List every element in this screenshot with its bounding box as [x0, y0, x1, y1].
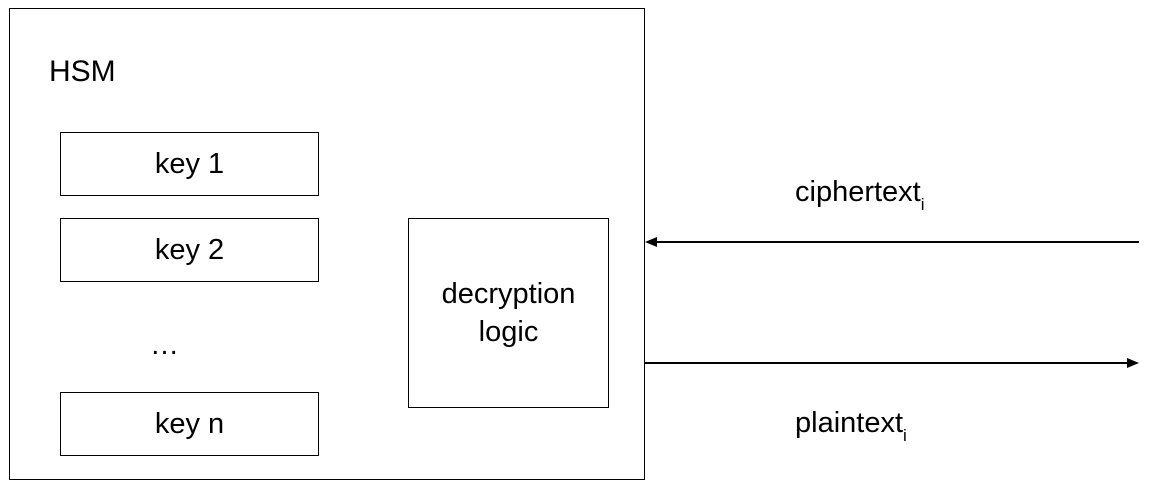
ciphertext-subscript: i [920, 195, 925, 214]
decryption-logic-box: decryption logic [408, 218, 609, 408]
hsm-title: HSM [49, 55, 116, 88]
ciphertext-arrow [645, 237, 1139, 247]
key-n-label: key n [154, 407, 225, 440]
decryption-logic-line1: decryption [441, 278, 576, 310]
key-1-box: key 1 [60, 132, 319, 196]
key-1-label: key 1 [154, 147, 225, 180]
ciphertext-label: ciphertexti [795, 174, 925, 213]
plaintext-text: plaintext [795, 407, 904, 439]
key-2-label: key 2 [154, 233, 225, 266]
key-2-box: key 2 [60, 218, 319, 282]
plaintext-label: plaintexti [795, 405, 907, 444]
key-ellipsis: … [150, 329, 179, 361]
plaintext-subscript: i [903, 426, 907, 445]
ciphertext-text: ciphertext [795, 176, 921, 208]
key-n-box: key n [60, 392, 319, 456]
decryption-logic-line2: logic [478, 316, 539, 348]
plaintext-arrow [645, 358, 1139, 368]
